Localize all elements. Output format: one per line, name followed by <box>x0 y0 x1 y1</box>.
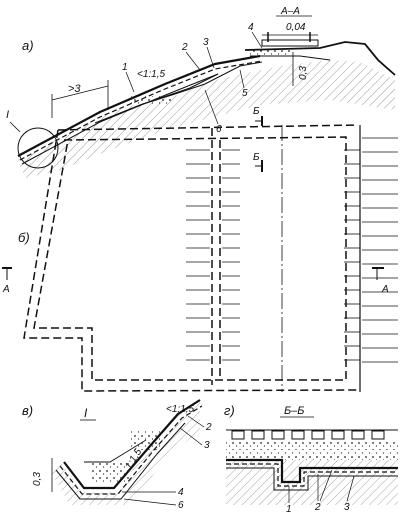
leader-5: 5 <box>242 88 248 99</box>
slope-layer-2 <box>19 60 263 161</box>
detail-leader-6: 6 <box>178 500 184 511</box>
trench-liner-top <box>226 458 398 484</box>
section-leader-1: 1 <box>286 504 292 515</box>
view-g-label: г) <box>224 403 235 418</box>
plan-outline-inner <box>33 136 347 381</box>
slab-block <box>271 430 285 440</box>
trench-liner-2 <box>226 463 398 487</box>
trench-liner-3 <box>226 467 398 491</box>
leader-1: 1 <box>122 62 128 73</box>
section-label-a: А–А <box>280 6 300 17</box>
view-a-label: а) <box>22 38 34 53</box>
gravel-fill-road <box>250 48 290 56</box>
view-g-section: г) Б–Б 1 2 3 <box>224 403 398 515</box>
view-b-label: б) <box>18 230 30 245</box>
detail-title: I <box>84 406 88 420</box>
slab-block <box>311 430 325 440</box>
dim-line-left <box>51 85 109 101</box>
slope-layer-3 <box>21 73 219 165</box>
detail-gravel <box>90 462 130 484</box>
slab-block <box>331 430 345 440</box>
dim-side-label: 0,3 <box>298 66 309 80</box>
plan-ticks-left <box>186 149 210 361</box>
section-leader-3: 3 <box>344 502 350 513</box>
section-leader-2: 2 <box>314 502 321 513</box>
leader-2: 2 <box>181 42 188 53</box>
leader-4: 4 <box>248 22 254 33</box>
plan-ticks-mid <box>222 149 240 361</box>
detail-liner-2 <box>59 405 203 495</box>
view-v-detail: в) I 0,3 <1:1,5 1:1,5 2 3 4 6 <box>22 399 212 511</box>
slab-block <box>231 430 245 440</box>
plan-outline-outer <box>23 124 361 392</box>
road-slab <box>261 39 319 47</box>
slab-block <box>351 430 365 440</box>
callout-label: I <box>6 109 9 121</box>
cut-mark-b-top: Б <box>253 106 260 117</box>
slab-block <box>291 430 305 440</box>
leader-6: 6 <box>216 124 222 135</box>
slab-block <box>371 430 385 440</box>
road-top-line <box>244 41 396 76</box>
plan-ticks-right <box>344 137 398 363</box>
detail-leader-3: 3 <box>204 440 210 451</box>
detail-ground-hatch <box>50 402 200 505</box>
detail-leader-4: 4 <box>178 487 184 498</box>
detail-liner-top <box>63 399 201 490</box>
slope-layer-top <box>17 54 261 157</box>
slab-blocks <box>231 430 385 440</box>
slab-base-fill <box>226 440 398 450</box>
view-b-plan: б) А А Б Б <box>2 106 398 392</box>
ground-hatch <box>18 60 395 178</box>
section-ground-hatch <box>226 460 398 505</box>
cut-mark-b-bottom: Б <box>253 152 260 163</box>
dim-left-label: >3 <box>68 83 81 95</box>
view-a-slope-section: а) А–А 0,04 0,3 >3 <1:1,5 I <box>6 6 396 178</box>
section-mark-a-left: А <box>2 284 10 295</box>
detail-slope-top: <1:1,5 <box>166 404 195 415</box>
callout-circle <box>17 127 59 169</box>
detail-leader-2: 2 <box>205 422 212 433</box>
detail-liner-3 <box>55 422 186 500</box>
slope-label-a: <1:1,5 <box>137 69 166 80</box>
section-mark-a-right: А <box>381 284 389 295</box>
slab-block <box>251 430 265 440</box>
detail-dim-side: 0,3 <box>32 472 43 486</box>
dim-top-label: 0,04 <box>286 22 306 33</box>
view-v-label: в) <box>22 403 33 418</box>
section-title-g: Б–Б <box>284 405 304 417</box>
leader-3: 3 <box>203 37 209 48</box>
gravel-fill-a <box>130 96 172 106</box>
